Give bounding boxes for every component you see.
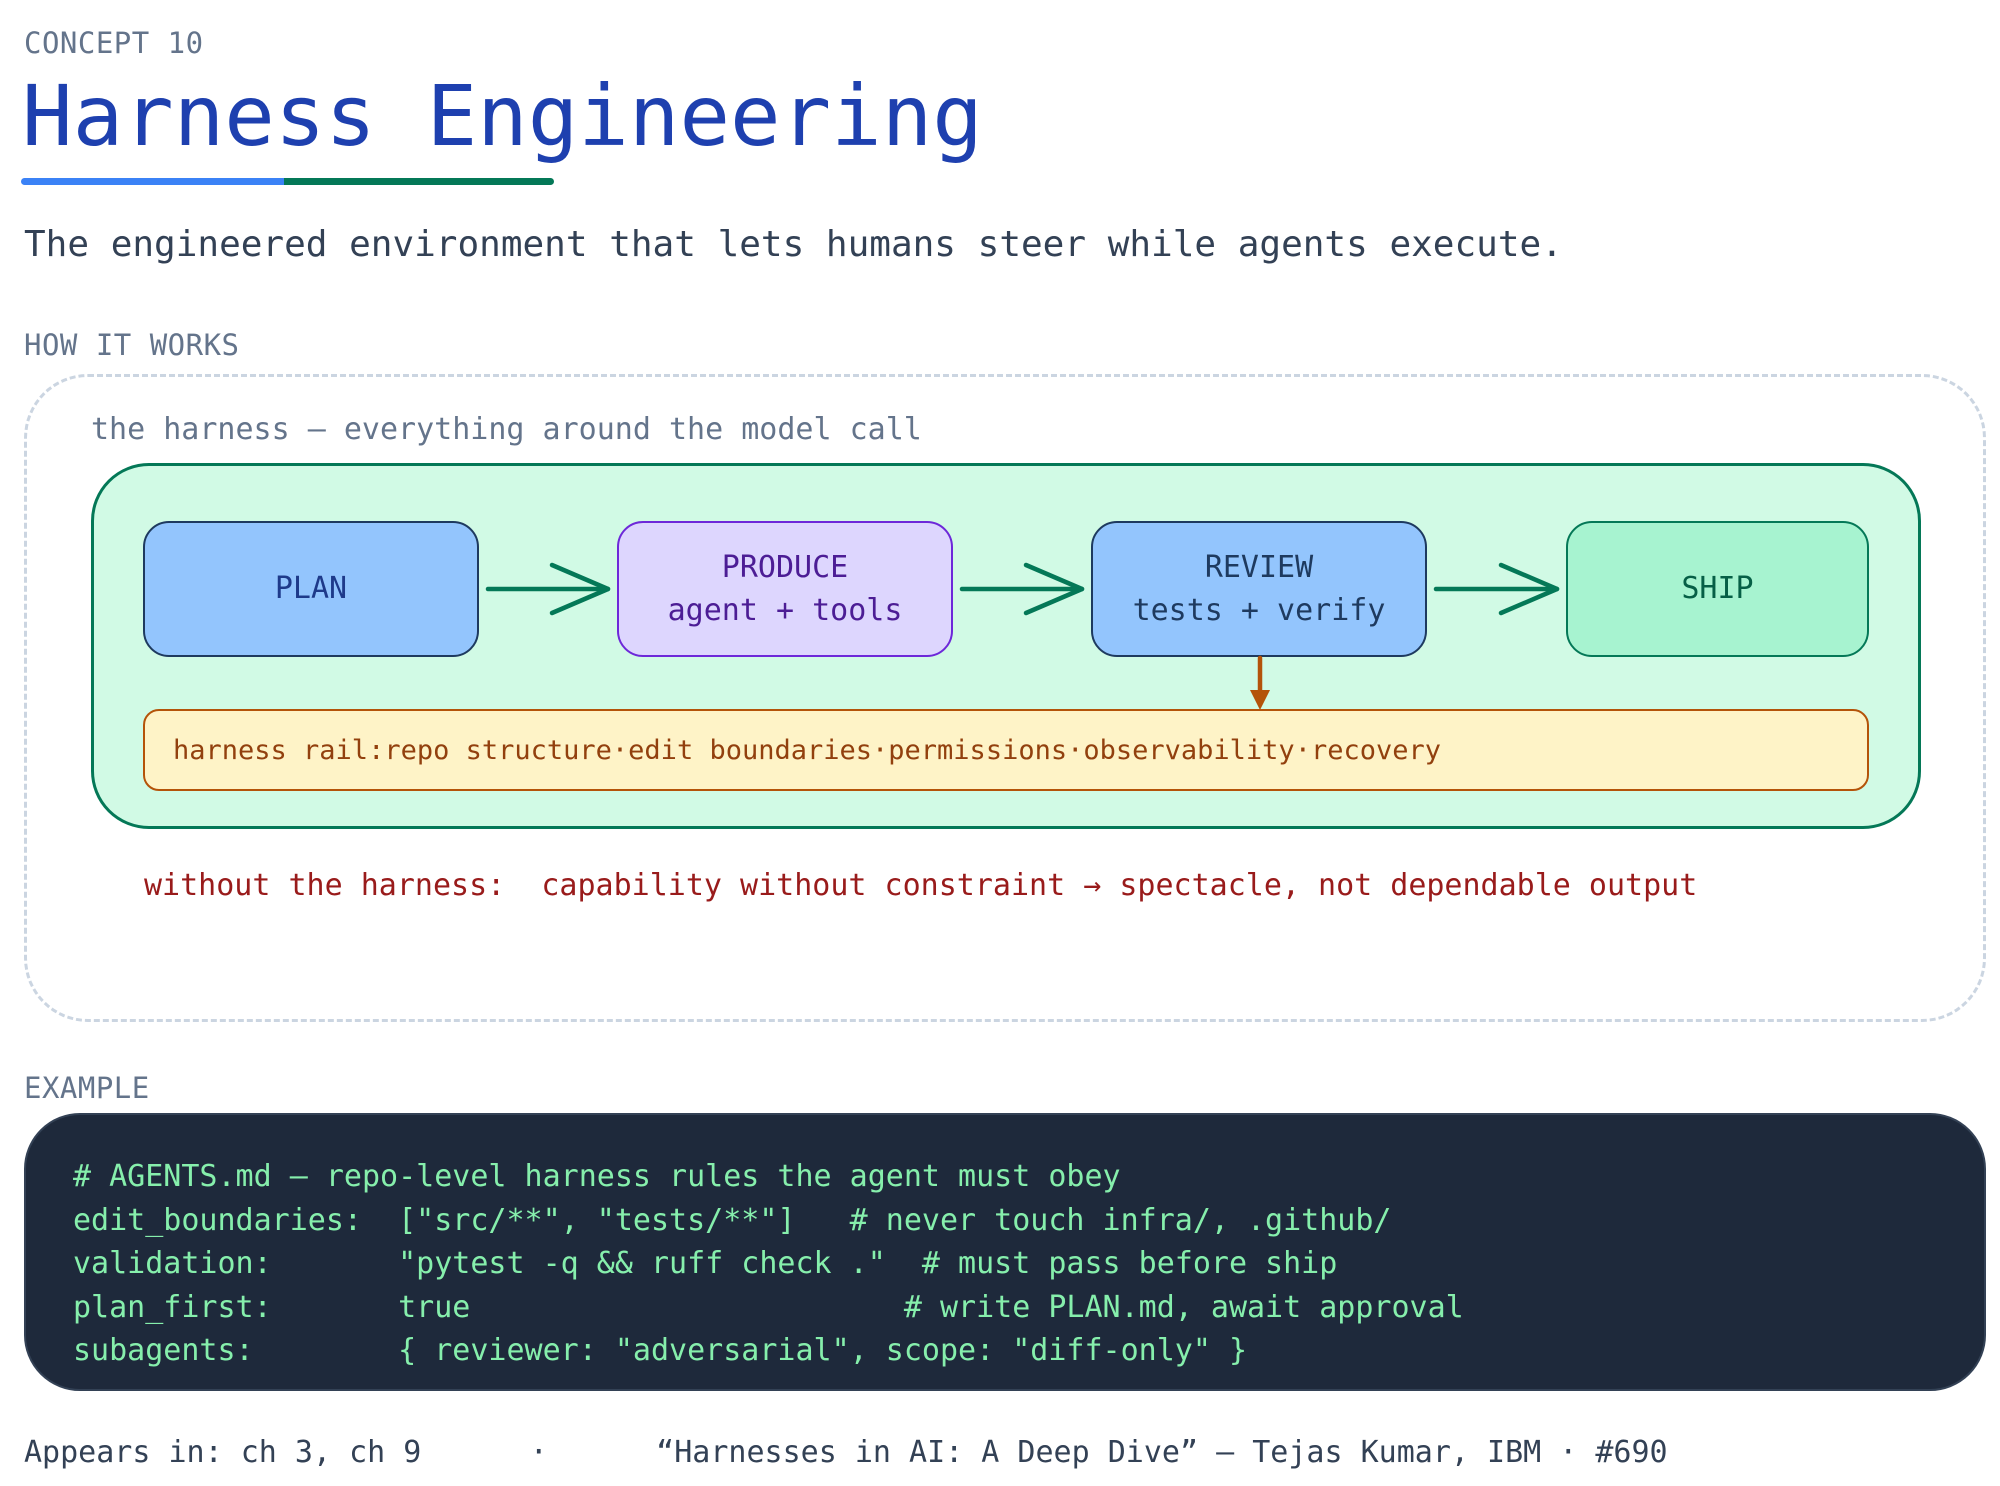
rail-item-observability: observability — [1083, 734, 1295, 766]
page-title: Harness Engineering — [22, 67, 983, 165]
stage-title: SHIP — [1681, 571, 1754, 607]
rail-separator: · — [872, 734, 889, 766]
warning-line: without the harness: capability without … — [144, 868, 1697, 903]
rail-item-repo-structure: repo structure — [384, 734, 612, 766]
title-underline-blue — [21, 178, 285, 185]
stage-produce: PRODUCE agent + tools — [617, 521, 953, 657]
harness-rail: harness rail: repo structure · edit boun… — [143, 709, 1869, 791]
warning-text: capability without constraint → spectacl… — [541, 868, 1698, 903]
appears-in: Appears in: ch 3, ch 9 — [24, 1435, 422, 1470]
rail-label: harness rail: — [173, 734, 385, 766]
stage-review: REVIEW tests + verify — [1091, 521, 1427, 657]
stage-detail: tests + verify — [1132, 593, 1386, 628]
harness-caption: the harness — everything around the mode… — [91, 412, 922, 447]
stage-ship: SHIP — [1566, 521, 1869, 657]
code-line: subagents: { reviewer: "adversarial", sc… — [73, 1333, 1247, 1368]
footer-separator: · — [529, 1435, 548, 1470]
title-underline-green — [284, 178, 554, 185]
code-line: plan_first: true # write PLAN.md, await … — [73, 1289, 1464, 1325]
code-line: edit_boundaries: ["src/**", "tests/**"] … — [73, 1202, 1392, 1238]
footer: Appears in: ch 3, ch 9 · “Harnesses in A… — [24, 1435, 1668, 1470]
stage-detail: agent + tools — [667, 593, 903, 628]
how-it-works-label: HOW IT WORKS — [24, 328, 240, 362]
code-line: # AGENTS.md — repo-level harness rules t… — [73, 1159, 1121, 1194]
harness-outer-frame — [24, 374, 1986, 1022]
code-block: # AGENTS.md — repo-level harness rules t… — [24, 1113, 1986, 1391]
concept-label: CONCEPT 10 — [24, 26, 204, 60]
page-subtitle: The engineered environment that lets hum… — [24, 224, 1563, 265]
rail-separator: · — [1067, 734, 1084, 766]
rail-item-permissions: permissions — [888, 734, 1068, 766]
rail-separator: · — [611, 734, 629, 766]
rail-item-edit-boundaries: edit boundaries — [628, 734, 873, 766]
rail-separator: · — [1294, 734, 1311, 766]
source-citation: “Harnesses in AI: A Deep Dive” — Tejas K… — [656, 1435, 1668, 1470]
stage-title: PRODUCE — [721, 549, 849, 585]
code-line: validation: "pytest -q && ruff check ." … — [73, 1246, 1338, 1281]
stage-title: REVIEW — [1204, 549, 1314, 585]
example-label: EXAMPLE — [24, 1071, 150, 1105]
stage-plan: PLAN — [143, 521, 479, 657]
stage-title: PLAN — [274, 571, 348, 607]
warning-label: without the harness: — [144, 868, 506, 903]
rail-item-recovery: recovery — [1310, 734, 1441, 766]
